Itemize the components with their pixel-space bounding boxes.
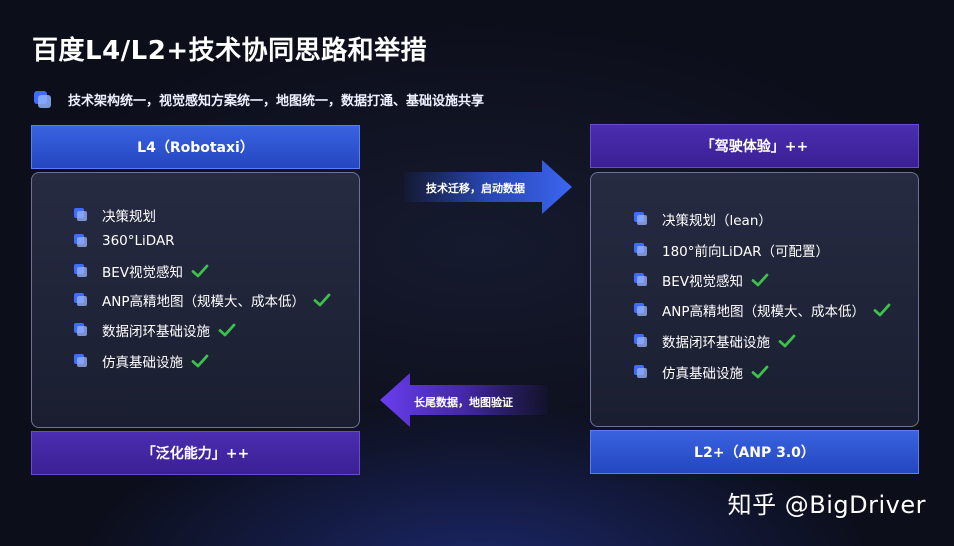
bullet-icon [634, 273, 648, 287]
item-label: 决策规划 [102, 209, 156, 225]
bullet-icon [74, 264, 88, 278]
bullet-icon [634, 212, 648, 226]
list-item: BEV视觉感知 [74, 261, 209, 281]
item-label: 仿真基础设施 [102, 355, 183, 371]
item-label: 数据闭环基础设施 [662, 335, 770, 351]
list-item: ANP高精地图（规模大、成本低） [74, 290, 331, 310]
l4-header-label: L4（Robotaxi） [137, 140, 254, 156]
page-title: 百度L4/L2+技术协同思路和举措 [32, 36, 428, 66]
item-label: 180°前向LiDAR（可配置） [662, 244, 830, 260]
item-label: 仿真基础设施 [662, 366, 743, 382]
list-item: 数据闭环基础设施 [74, 320, 236, 340]
arrow-label-left: 长尾数据，地图验证 [414, 396, 513, 409]
item-label: 数据闭环基础设施 [102, 324, 210, 340]
check-icon [778, 334, 796, 348]
check-icon [218, 323, 236, 337]
list-item: 仿真基础设施 [634, 362, 769, 382]
item-label: 决策规划（lean） [662, 213, 772, 229]
item-label: ANP高精地图（规模大、成本低） [662, 304, 865, 320]
list-item: 决策规划（lean） [634, 209, 772, 229]
list-item: 数据闭环基础设施 [634, 331, 796, 351]
left-arrow-icon [380, 373, 548, 427]
check-icon [751, 365, 769, 379]
experience-header-label: 「驾驶体验」++ [700, 139, 809, 155]
bullet-icon [634, 303, 648, 317]
check-icon [751, 273, 769, 287]
l2-panel: 决策规划（lean） 180°前向LiDAR（可配置） BEV视觉感知 ANP高… [590, 172, 919, 427]
item-label: ANP高精地图（规模大、成本低） [102, 294, 305, 310]
check-icon [191, 264, 209, 278]
item-label: 360°LiDAR [102, 233, 175, 249]
check-icon [873, 303, 891, 317]
bullet-icon [74, 323, 88, 337]
bullet-icon [74, 354, 88, 368]
list-item: 决策规划 [74, 205, 156, 225]
check-icon [191, 354, 209, 368]
experience-header: 「驾驶体验」++ [590, 124, 919, 168]
generalization-footer: 「泛化能力」++ [31, 431, 360, 475]
bullet-icon [74, 208, 88, 222]
watermark: 知乎 @BigDriver [727, 491, 926, 519]
l2-footer-label: L2+（ANP 3.0） [694, 445, 815, 461]
list-item: 180°前向LiDAR（可配置） [634, 240, 829, 260]
arrow-label-right: 技术迁移，启动数据 [426, 182, 525, 195]
l2-footer: L2+（ANP 3.0） [590, 430, 919, 474]
bullet-icon [74, 293, 88, 307]
list-item: BEV视觉感知 [634, 270, 769, 290]
list-item: 360°LiDAR [74, 233, 175, 249]
bullet-icon [634, 243, 648, 257]
item-label: BEV视觉感知 [102, 265, 184, 281]
list-item: ANP高精地图（规模大、成本低） [634, 300, 891, 320]
subtitle: 技术架构统一，视觉感知方案统一，地图统一，数据打通、基础设施共享 [68, 94, 485, 109]
bullet-icon [634, 365, 648, 379]
subtitle-row: 技术架构统一，视觉感知方案统一，地图统一，数据打通、基础设施共享 [34, 90, 484, 109]
bullet-icon [74, 234, 88, 248]
bullet-icon [634, 334, 648, 348]
generalization-label: 「泛化能力」++ [141, 446, 250, 462]
l4-panel: 决策规划 360°LiDAR BEV视觉感知 ANP高精地图（规模大、成本低） … [31, 172, 360, 428]
cube-icon [34, 90, 52, 109]
list-item: 仿真基础设施 [74, 351, 209, 371]
item-label: BEV视觉感知 [662, 274, 744, 290]
l4-header: L4（Robotaxi） [31, 125, 360, 169]
right-arrow-icon [404, 160, 572, 214]
check-icon [313, 293, 331, 307]
